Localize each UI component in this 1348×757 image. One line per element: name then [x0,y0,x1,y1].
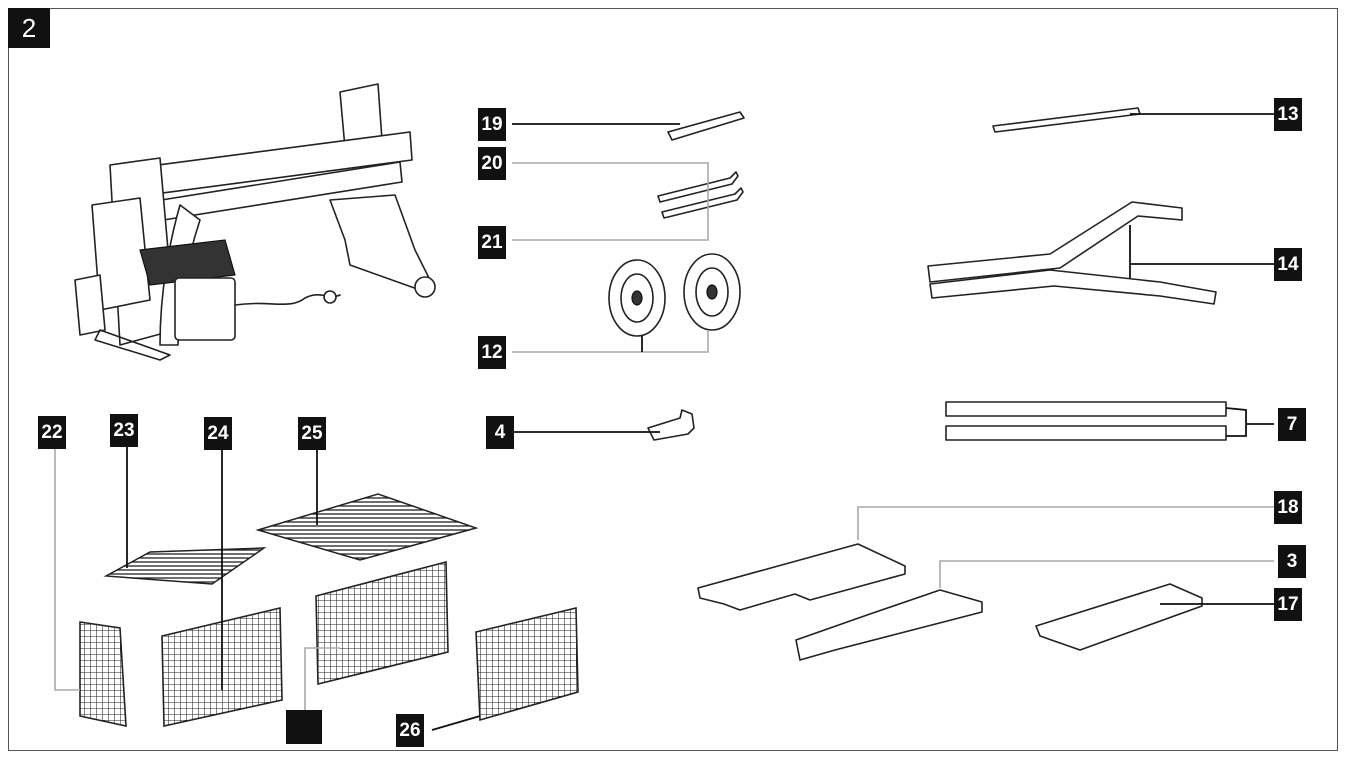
callout-25: 25 [298,417,326,450]
figure-frame [8,8,1338,751]
part-7-bar-b [945,425,1227,441]
part-13-shape [992,107,1141,133]
callout-4: 4 [486,416,514,449]
part-22-mesh [79,621,127,728]
part-3-plate [795,589,983,661]
part-25-grid [255,493,479,561]
callout-22: 22 [38,416,66,449]
part-23-grid [103,547,267,585]
callout-19: 19 [478,108,506,141]
callout-24: 24 [204,417,232,450]
callout-26: 26 [396,714,424,747]
part-19-shape [667,111,745,141]
log-splitter-assembly [74,83,436,361]
callout-13: 13 [1274,98,1302,131]
part-7-bar-a [945,401,1227,417]
callout-3: 3 [1278,545,1306,578]
part-4-shape [647,409,695,441]
callout-blank [286,710,322,744]
part-17-plate [1035,583,1203,651]
leader-lines [54,113,1274,731]
callout-21: 21 [478,226,506,259]
callout-20: 20 [478,147,506,180]
callout-7: 7 [1278,408,1306,441]
callout-12: 12 [478,336,506,369]
callout-17: 17 [1274,588,1302,621]
callout-23: 23 [110,414,138,447]
part-18-plate [697,543,906,611]
part-unlabeled-mesh [315,560,449,686]
callout-18: 18 [1274,491,1302,524]
part-26-mesh [475,606,579,722]
part-12-wheels [608,253,741,337]
part-21-shape [661,187,744,219]
part-14-frame [927,201,1217,305]
part-20-shape [657,171,739,203]
figure-number: 2 [8,8,50,48]
callout-14: 14 [1274,248,1302,281]
